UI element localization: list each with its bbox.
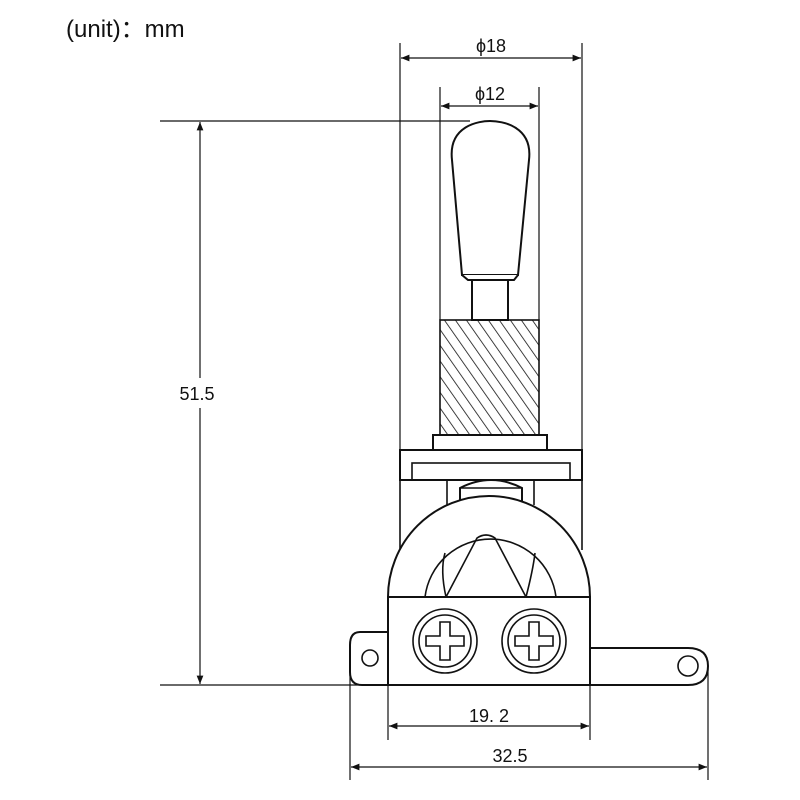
- svg-text:ϕ18: ϕ18: [476, 36, 506, 56]
- screw-icon: [501, 608, 567, 674]
- mounting-hole-icon: [361, 649, 379, 667]
- mounting-hole-icon: [677, 655, 699, 677]
- arch-housing: [386, 495, 592, 598]
- mounting-tab-left: [349, 631, 389, 686]
- svg-text:32.5: 32.5: [492, 746, 527, 766]
- nut: [432, 434, 548, 451]
- svg-text:19. 2: 19. 2: [469, 706, 509, 726]
- svg-text:51.5: 51.5: [179, 384, 214, 404]
- dimension-outer-diameter: ϕ18: [401, 36, 581, 62]
- screw-icon: [412, 608, 478, 674]
- terminal-base: [387, 596, 591, 686]
- switch-frame: [399, 449, 583, 550]
- dimension-base-width: 19. 2: [389, 706, 589, 730]
- threaded-bushing: [439, 319, 540, 436]
- dimension-total-width: 32.5: [351, 746, 707, 771]
- dimension-height: 51.5: [179, 122, 215, 684]
- dimension-tip-diameter: ϕ12: [441, 84, 538, 110]
- mounting-tab-right: [589, 647, 710, 686]
- toggle-knob: [450, 119, 531, 321]
- svg-text:ϕ12: ϕ12: [475, 84, 505, 104]
- unit-label: (unit)：mm: [66, 16, 185, 43]
- extension-lines: [160, 43, 709, 780]
